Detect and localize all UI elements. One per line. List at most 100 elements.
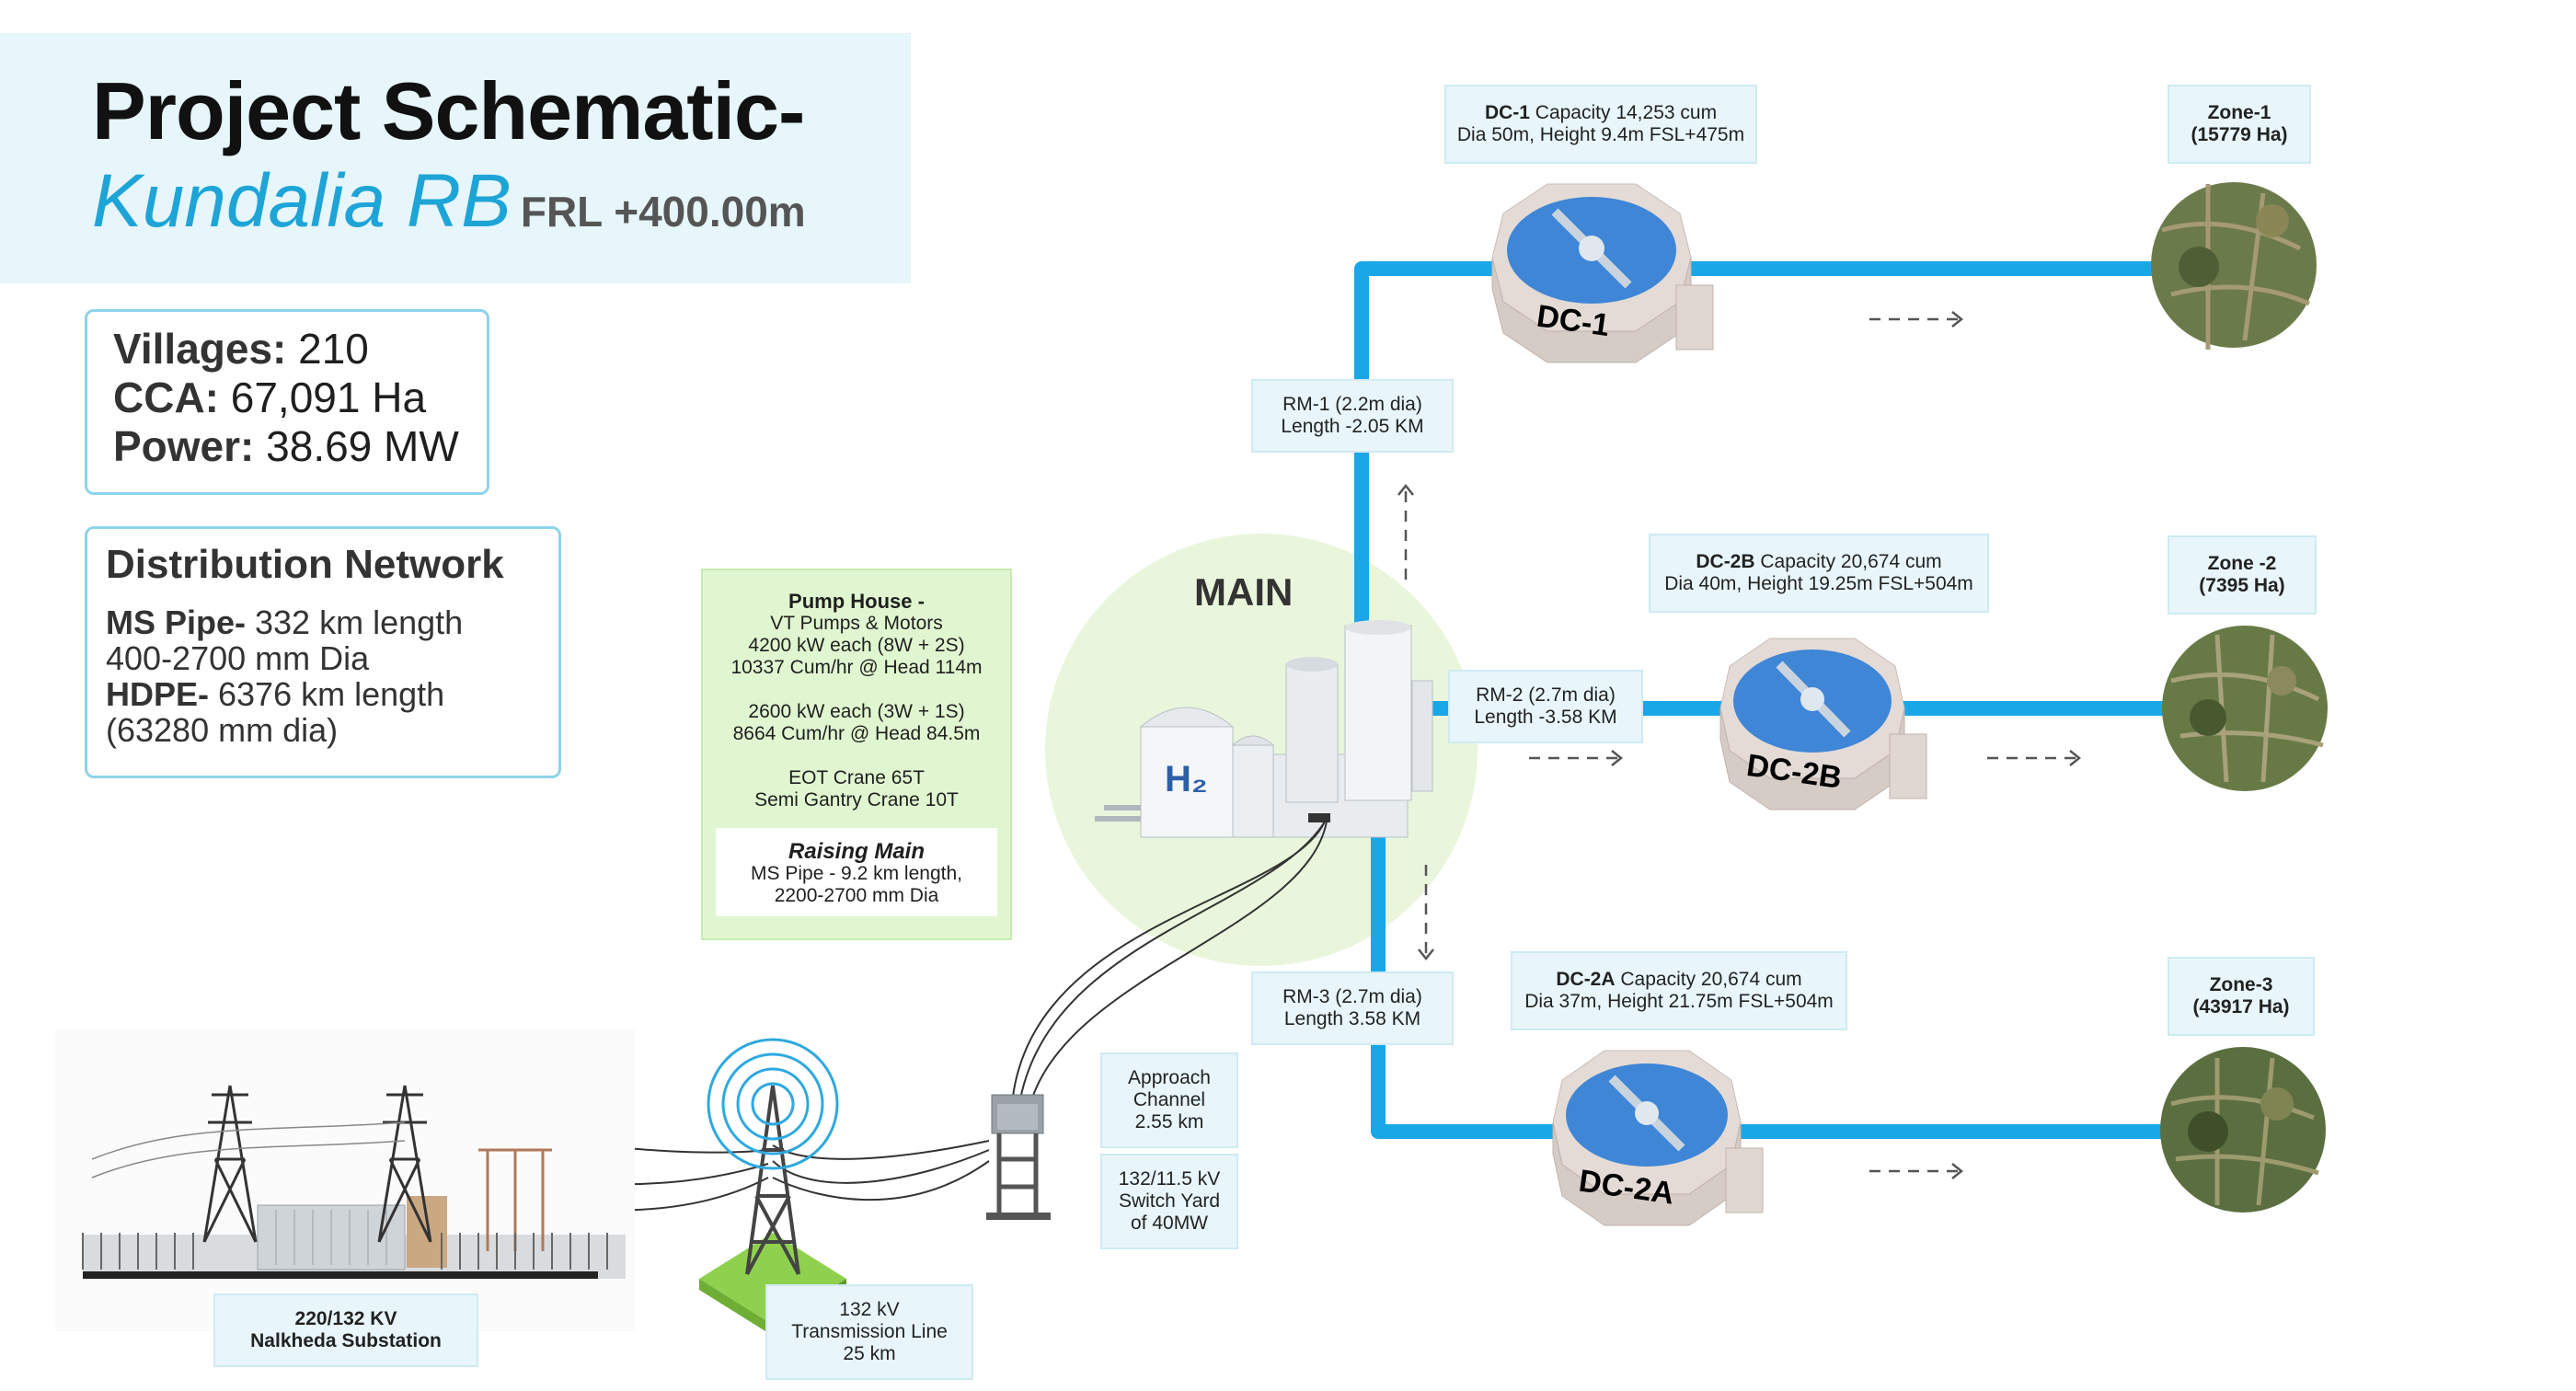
stats-card: Villages: 210 CCA: 67,091 Ha Power: 38.6… [85,309,489,495]
title-banner [0,33,911,283]
switchyard-capacity: of 40MW [1130,1213,1209,1234]
pump-house-line: 4200 kW each (8W + 2S) [748,635,965,656]
zone-area: (15779 Ha) [2191,124,2288,145]
ms-pipe-label: MS Pipe- [106,604,247,641]
stat-cca: CCA: 67,091 Ha [113,374,461,422]
dc2a-tank: DC-2A [1552,1050,1764,1226]
dc-capacity: DC-1 Capacity 14,253 cum [1446,102,1755,124]
substation-label: 220/132 KV Nalkheda Substation [213,1293,478,1367]
stat-label: CCA: [113,374,219,421]
approach-channel-label: Approach Channel 2.55 km [1100,1052,1238,1148]
dc-capacity-value: Capacity 20,674 cum [1615,969,1802,990]
dc1-tank: DC-1 [1491,183,1714,363]
pump-house-line: 8664 Cum/hr @ Head 84.5m [732,723,981,744]
zone3-aerial-image [2160,1047,2326,1213]
raising-main-box: Raising Main MS Pipe - 9.2 km length, 22… [716,828,997,916]
dc1-capacity-label: DC-1 Capacity 14,253 cum Dia 50m, Height… [1444,85,1757,164]
approach-line: Approach [1128,1067,1211,1088]
substation-name: Nalkheda Substation [250,1330,442,1351]
transmission-length: 25 km [843,1343,896,1364]
dc-capacity: DC-2B Capacity 20,674 cum [1650,551,1987,573]
rm2-label: RM-2 (2.7m dia) Length -3.58 KM [1448,670,1643,743]
zone-area: (7395 Ha) [2199,575,2285,596]
rm-name: RM-3 (2.7m dia) [1282,986,1422,1007]
project-name-text: Kundalia RB [92,159,512,243]
ms-pipe-dia: 400-2700 mm Dia [106,639,370,677]
plant-silo-mid [1285,663,1339,803]
zone2-aerial-image [2162,626,2328,791]
pump-house-line: 2600 kW each (3W + 1S) [748,701,965,722]
raising-main-line: 2200-2700 mm Dia [774,885,939,906]
hdpe-label: HDPE- [106,675,210,713]
pump-house-card: Pump House - VT Pumps & Motors 4200 kW e… [701,569,1012,940]
transmission-voltage: 132 kV [839,1299,900,1320]
switchyard-transformer [986,1094,1051,1220]
approach-line: Channel [1133,1089,1206,1110]
flow-arrows [1404,317,2077,1173]
zone1-aerial-image [2151,182,2317,350]
dc-dimensions: Dia 50m, Height 9.4m FSL+475m [1456,124,1745,145]
dc-name: DC-1 [1484,102,1530,123]
stat-value: 38.69 MW [254,422,459,470]
stat-label: Villages: [113,325,287,373]
page-title: Project Schematic- [92,65,805,156]
pump-house-title: Pump House - [788,590,925,613]
dc-dimensions: Dia 40m, Height 19.25m FSL+504m [1664,573,1973,594]
zone1-label: Zone-1 (15779 Ha) [2168,85,2311,164]
dc2a-capacity-label: DC-2A Capacity 20,674 cum Dia 37m, Heigh… [1511,951,1847,1030]
dc-dimensions: Dia 37m, Height 21.75m FSL+504m [1524,991,1834,1012]
hdpe-dia: (63280 mm dia) [106,711,339,749]
dc2b-capacity-label: DC-2B Capacity 20,674 cum Dia 40m, Heigh… [1649,534,1989,613]
h2-tank [1140,726,1234,838]
zone-name: Zone-1 [2207,102,2271,123]
switchyard-line: 132/11.5 kV [1118,1168,1221,1190]
substation-voltage: 220/132 KV [294,1308,397,1329]
switchyard-line: Switch Yard [1118,1190,1221,1212]
dc-capacity-value: Capacity 14,253 cum [1529,102,1718,123]
rm-name: RM-2 (2.7m dia) [1476,684,1616,706]
frl-level: FRL +400.00m [520,188,806,236]
plant-tower-tall [1344,625,1412,801]
rm1-label: RM-1 (2.2m dia) Length -2.05 KM [1251,379,1454,453]
ms-pipe-length: 332 km length [246,604,464,641]
rm-length: Length -3.58 KM [1474,707,1617,728]
ms-pipe-line: MS Pipe- 332 km length [106,604,540,640]
plant-panel [1308,813,1330,822]
stat-villages: Villages: 210 [113,325,461,374]
pipe-rm1 [1354,261,2171,626]
zone3-label: Zone-3 (43917 Ha) [2168,957,2315,1036]
zone2-label: Zone -2 (7395 Ha) [2168,535,2317,615]
main-plant-illustration: H₂ [1095,620,1433,838]
pump-house-line: VT Pumps & Motors [770,613,943,634]
raising-main-line: MS Pipe - 9.2 km length, [751,863,962,884]
zone-name: Zone -2 [2207,553,2277,574]
substation-illustration [55,1029,635,1332]
pump-house-line: 10337 Cum/hr @ Head 114m [730,657,983,678]
dc-name: DC-2A [1556,969,1616,990]
approach-length: 2.55 km [1134,1111,1204,1132]
distribution-network-card: Distribution Network MS Pipe- 332 km len… [85,526,561,778]
dc2b-tank: DC-2B [1719,638,1927,810]
pipe-rm3 [1371,810,2171,1139]
zone-name: Zone-3 [2209,974,2273,995]
h2-label: H₂ [1165,759,1208,799]
arrow-heads [1397,311,2082,1179]
transmission-name: Transmission Line [791,1321,948,1342]
stat-value: 210 [286,325,369,373]
dc-capacity-value: Capacity 20,674 cum [1754,551,1942,572]
stat-power: Power: 38.69 MW [113,422,461,471]
dc-name: DC-2B [1696,551,1755,572]
hdpe-line: HDPE- 6376 km length [106,676,540,712]
transmission-line-label: 132 kV Transmission Line 25 km [765,1284,973,1380]
rm-length: Length -2.05 KM [1281,416,1424,437]
rm-name: RM-1 (2.2m dia) [1282,394,1422,415]
pump-house-line: EOT Crane 65T [788,767,925,788]
pump-house-line: Semi Gantry Crane 10T [754,789,959,810]
hdpe-length: 6376 km length [209,675,445,713]
rm-length: Length 3.58 KM [1283,1008,1421,1029]
raising-main-title: Raising Main [788,839,926,864]
main-label: MAIN [1194,570,1294,614]
zone-area: (43917 Ha) [2192,996,2290,1017]
